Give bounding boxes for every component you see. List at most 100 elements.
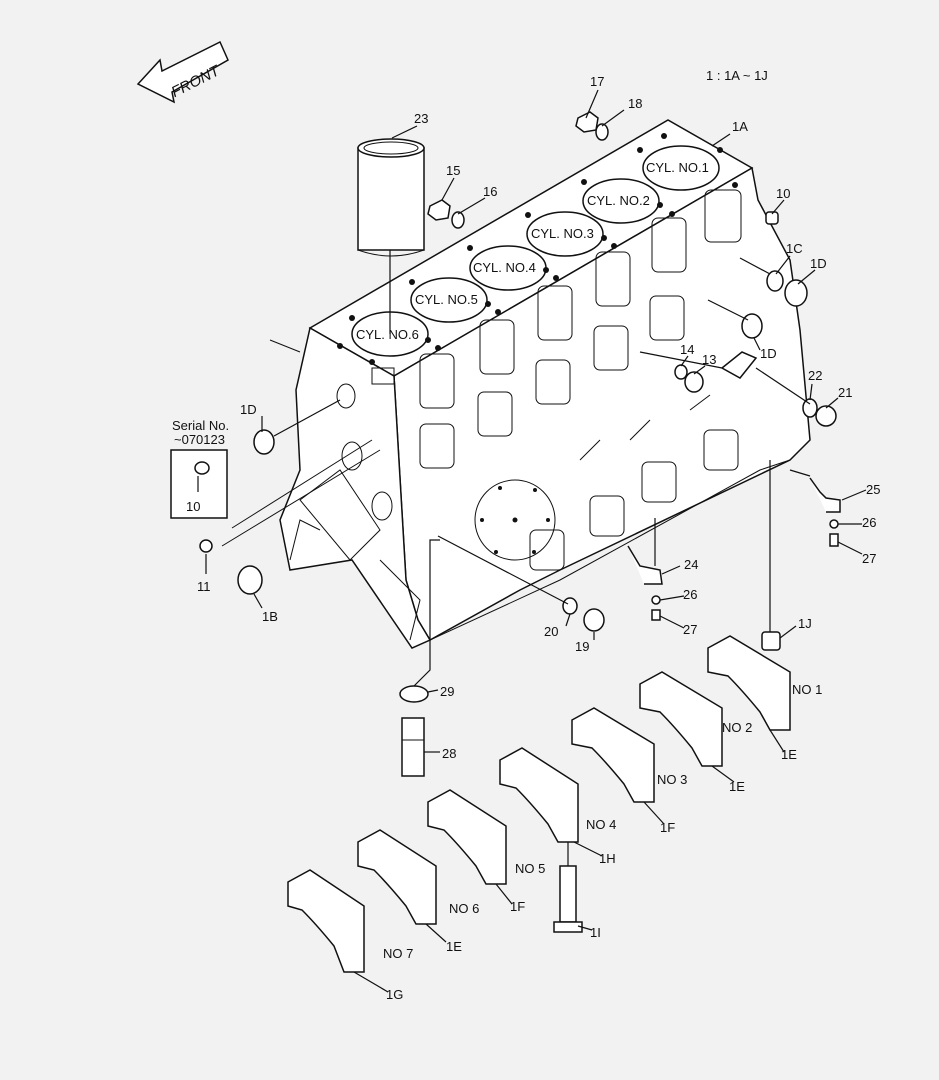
cap-no-4: NO 4: [586, 817, 616, 832]
bearing-cap-labels: NO 1 1E NO 2 1E NO 3 1F NO 4 1H NO 5 1F …: [383, 682, 822, 1002]
leader-lines: [197, 89, 867, 993]
plug-13: [684, 371, 704, 393]
cyl-label-4: CYL. NO.4: [473, 260, 536, 275]
callout-1C: 1C: [786, 241, 803, 256]
callout-17: 17: [590, 74, 604, 89]
bearing-cap-5: [427, 789, 507, 885]
cap-code-4: 1H: [599, 851, 616, 866]
engine-block: [279, 119, 811, 649]
plug-10-right: [765, 211, 779, 225]
callout-18: 18: [628, 96, 642, 111]
side-openings: [419, 189, 742, 571]
callout-22: 22: [808, 368, 822, 383]
callout-21: 21: [838, 385, 852, 400]
cylinder-liner: [357, 138, 425, 257]
callout-19: 19: [575, 639, 589, 654]
callout-28: 28: [442, 746, 456, 761]
callout-27-lower: 27: [683, 622, 697, 637]
plug-11: [199, 539, 213, 553]
cap-no-2: NO 2: [722, 720, 752, 735]
front-arrow: FRONT: [136, 40, 229, 104]
cap-code-7: 1G: [386, 987, 403, 1002]
flange-plate: [720, 351, 758, 379]
cap-code-5: 1F: [510, 899, 525, 914]
bearing-cap-6: [357, 829, 437, 925]
bolt-1I: [559, 865, 577, 923]
callout-23: 23: [414, 111, 428, 126]
serial-range: ~070123: [174, 432, 225, 447]
callout-1J: 1J: [798, 616, 812, 631]
plug-19: [583, 608, 605, 632]
bearing-cap-7: [287, 869, 365, 973]
cyl-label-2: CYL. NO.2: [587, 193, 650, 208]
bearing-cap-3: [571, 707, 655, 803]
cap-code-6: 1E: [446, 939, 462, 954]
main-bearing-caps: [287, 635, 791, 973]
cap-code-3: 1F: [660, 820, 675, 835]
ring-16: [451, 211, 465, 229]
sleeve-1J: [761, 631, 781, 651]
nozzle-25: [809, 477, 841, 513]
fitting-28: [401, 717, 425, 777]
callout-27-upper: 27: [862, 551, 876, 566]
callout-13: 13: [702, 352, 716, 367]
bore-1: [642, 145, 720, 191]
cap-code-2: 1E: [729, 779, 745, 794]
callout-1D-mid: 1D: [760, 346, 777, 361]
cap-no-7: NO 7: [383, 946, 413, 961]
serial-label: Serial No.: [172, 418, 229, 433]
bearing-cap-4: [499, 747, 579, 843]
callout-24: 24: [684, 557, 698, 572]
callout-25: 25: [866, 482, 880, 497]
callout-26-upper: 26: [862, 515, 876, 530]
cylinder-labels: CYL. NO.1 CYL. NO.2 CYL. NO.3 CYL. NO.4 …: [356, 160, 709, 342]
washer-22: [802, 398, 818, 418]
callout-16: 16: [483, 184, 497, 199]
plug-1C: [766, 270, 784, 292]
plug-1B: [237, 565, 263, 595]
cyl-label-6: CYL. NO.6: [356, 327, 419, 342]
nozzle-24: [627, 545, 663, 585]
end-face-details: [289, 367, 421, 641]
callout-1D-left: 1D: [240, 402, 257, 417]
callout-1I: 1I: [590, 925, 601, 940]
plug-21: [815, 405, 837, 427]
reference-note: 1 : 1A ~ 1J: [706, 68, 768, 83]
cap-no-5: NO 5: [515, 861, 545, 876]
serial-part-number: 10: [186, 499, 200, 514]
washer-14: [674, 364, 688, 380]
cylinder-bores: [351, 145, 720, 357]
cap-no-6: NO 6: [449, 901, 479, 916]
callout-20: 20: [544, 624, 558, 639]
cap-no-1: NO 1: [792, 682, 822, 697]
bearing-cap-1: [707, 635, 791, 731]
front-flange: [474, 479, 556, 561]
bore-2: [582, 178, 660, 224]
callout-29: 29: [440, 684, 454, 699]
callout-1B: 1B: [262, 609, 278, 624]
bearing-cap-2: [639, 671, 723, 767]
washer-20: [562, 597, 578, 615]
cap-code-1: 1E: [781, 747, 797, 762]
serial-box: [170, 449, 228, 519]
bore-3: [526, 211, 604, 257]
plug-1D-mid: [741, 313, 763, 339]
deck-holes: [337, 133, 738, 365]
callout-1A: 1A: [732, 119, 748, 134]
callout-14: 14: [680, 342, 694, 357]
plug-1D-right: [784, 279, 808, 307]
cyl-label-5: CYL. NO.5: [415, 292, 478, 307]
ring-29: [399, 685, 429, 703]
cyl-label-3: CYL. NO.3: [531, 226, 594, 241]
callout-10-right: 10: [776, 186, 790, 201]
plug-1D-left: [253, 429, 275, 455]
callout-labels: 17 18 1A 23 15 16 10 1C 1D 1D 14 13 22 2…: [197, 74, 880, 940]
callout-15: 15: [446, 163, 460, 178]
cap-no-3: NO 3: [657, 772, 687, 787]
bore-5: [410, 277, 488, 323]
callout-11: 11: [197, 579, 211, 594]
cyl-label-1: CYL. NO.1: [646, 160, 709, 175]
callout-26-lower: 26: [683, 587, 697, 602]
callout-1D-right: 1D: [810, 256, 827, 271]
